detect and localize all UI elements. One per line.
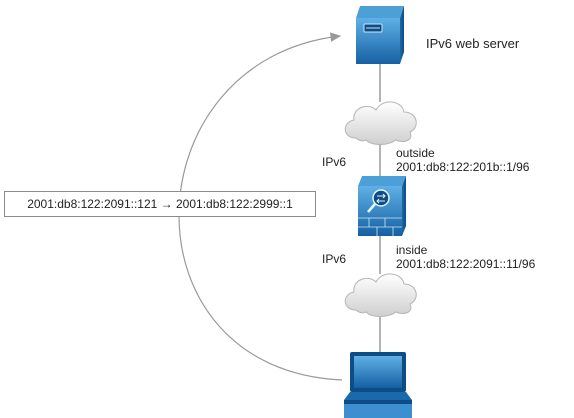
translation-label-box: 2001:db8:122:2091::121 → 2001:db8:122:29… — [4, 191, 316, 217]
outside-interface-name: outside — [396, 146, 435, 160]
cloud-inside-icon — [344, 273, 417, 317]
outside-interface-address: 2001:db8:122:201b::1/96 — [396, 160, 530, 174]
translation-text: 2001:db8:122:2091::121 → 2001:db8:122:29… — [27, 197, 293, 211]
outside-zone-label: IPv6 — [322, 155, 347, 169]
server-label: IPv6 web server — [426, 36, 520, 51]
laptop-icon — [344, 352, 412, 418]
cloud-outside-icon — [344, 101, 417, 145]
inside-interface-address: 2001:db8:122:2091::11/96 — [396, 257, 536, 271]
inside-interface-name: inside — [396, 243, 428, 257]
asa-firewall-icon — [358, 176, 406, 236]
inside-zone-label: IPv6 — [322, 252, 347, 266]
server-icon — [356, 6, 404, 64]
